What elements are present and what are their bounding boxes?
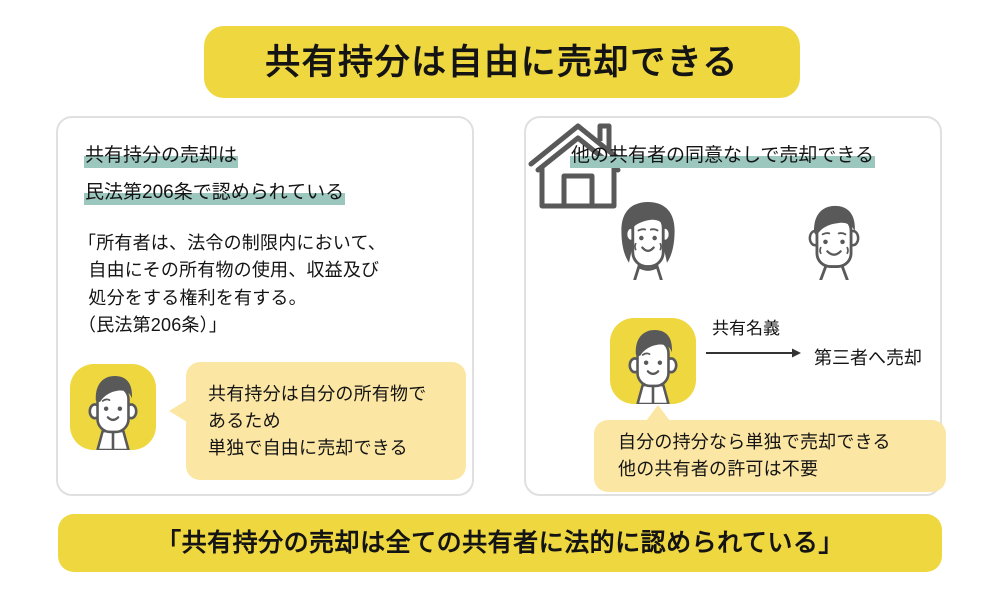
- law-quote-text: 「所有者は、法令の制限内において、 自由にその所有物の使用、収益及び 処分をする…: [78, 233, 386, 336]
- left-heading-line-1: 共有持分の売却は: [84, 145, 239, 168]
- sell-to-third-party-label: 第三者へ売却: [814, 348, 922, 368]
- right-bubble-text: 自分の持分なら単独で売却できる 他の共有者の許可は不要: [618, 432, 891, 479]
- right-bubble-tail: [646, 405, 670, 421]
- arrow-right-icon: [706, 348, 801, 358]
- right-speech-bubble: 自分の持分なら単独で売却できる 他の共有者の許可は不要: [594, 405, 946, 492]
- man-figure-icon: [808, 205, 860, 280]
- man-avatar: [70, 364, 156, 450]
- left-card: 共有持分の売却は 民法第206条で認められている 「所有者は、法令の制限内におい…: [56, 116, 474, 496]
- house-label: 共有名義: [712, 319, 780, 338]
- bottom-banner: 「共有持分の売却は全ての共有者に法的に認められている」: [58, 514, 942, 572]
- man-avatar: [610, 318, 696, 404]
- right-heading: 他の共有者の同意なしで売却できる: [570, 145, 876, 168]
- man-avatar-icon: [70, 364, 156, 450]
- left-bubble-tail: [169, 400, 187, 422]
- bottom-banner-text: 「共有持分の売却は全ての共有者に法的に認められている」: [156, 528, 844, 557]
- right-card: 他の共有者の同意なしで売却できる: [524, 116, 946, 496]
- right-heading-text: 他の共有者の同意なしで売却できる: [570, 145, 876, 168]
- man-figure: [798, 200, 870, 280]
- sell-arrow-icon: [706, 346, 802, 358]
- left-heading-line-1-text: 共有持分の売却は: [84, 145, 239, 168]
- left-bubble-text: 共有持分は自分の所有物で あるため 単独で自由に売却できる: [208, 383, 427, 458]
- woman-figure: [610, 198, 686, 280]
- man-avatar-icon: [610, 318, 696, 404]
- title-banner: 共有持分は自由に売却できる: [204, 26, 800, 98]
- page-title: 共有持分は自由に売却できる: [265, 42, 739, 82]
- left-speech-bubble: 共有持分は自分の所有物で あるため 単独で自由に売却できる: [169, 362, 466, 480]
- woman-figure-icon: [621, 201, 675, 280]
- left-heading-line-2-text: 民法第206条で認められている: [84, 182, 346, 205]
- left-heading-line-2: 民法第206条で認められている: [84, 182, 346, 205]
